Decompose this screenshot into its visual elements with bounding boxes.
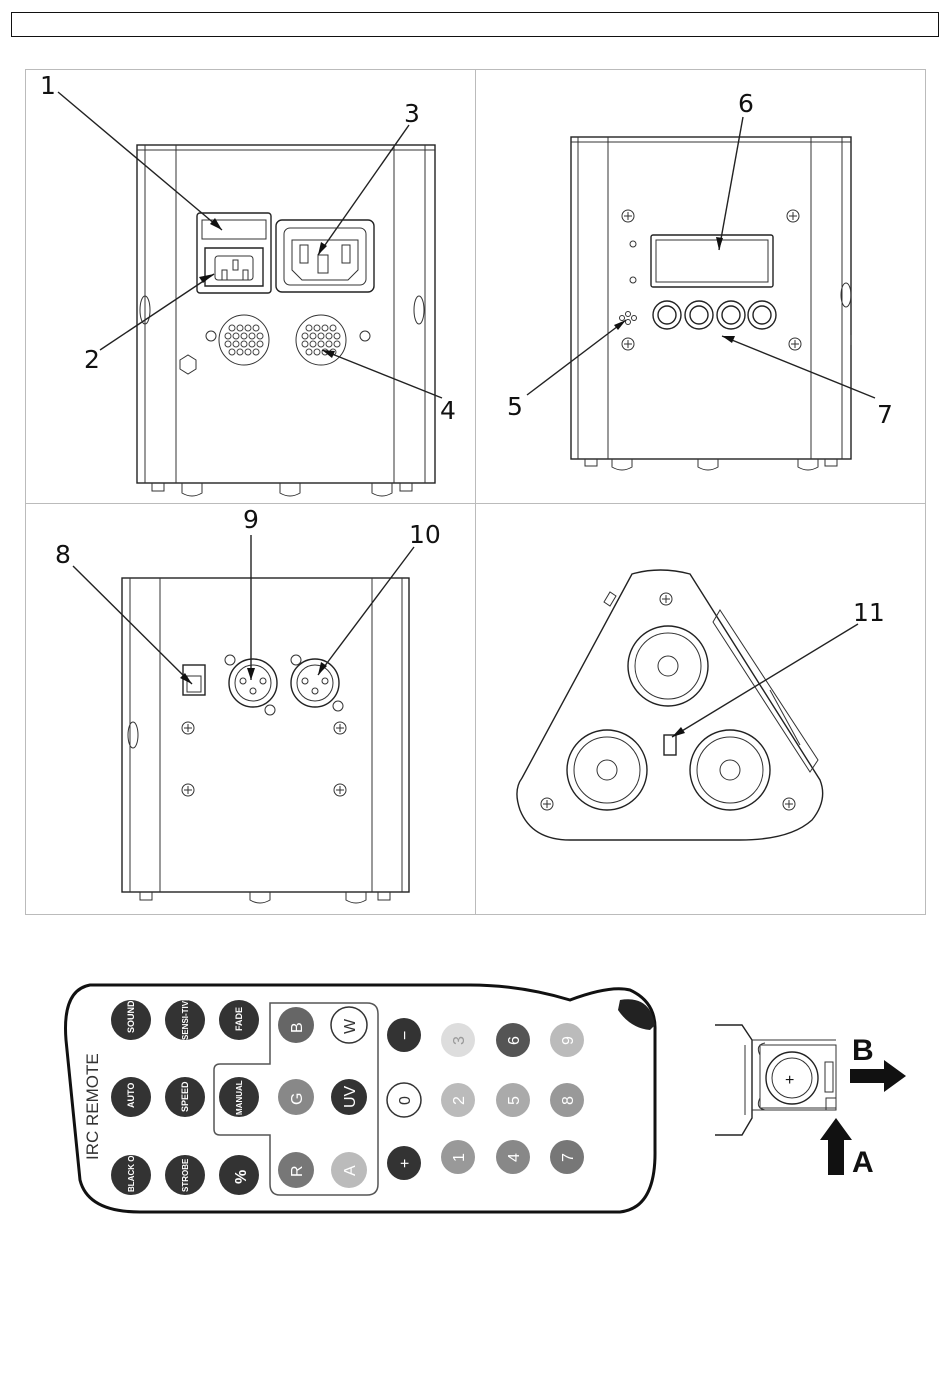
label-b: B [852,1034,874,1067]
battery-plus: + [785,1072,794,1089]
label-a: A [852,1146,874,1179]
